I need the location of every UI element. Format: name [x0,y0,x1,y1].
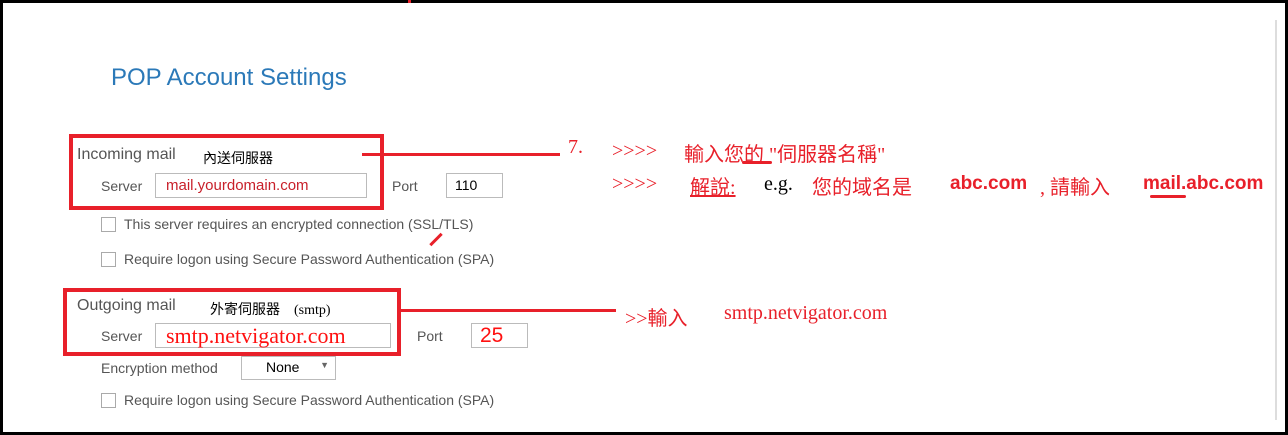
annotation-line2-prefix: >>>> [612,173,658,195]
outgoing-note: >>輸入 [625,308,688,330]
incoming-server-label: Server [101,178,143,194]
encryption-value: None [266,359,300,375]
outgoing-port-label: Port [417,328,443,344]
annotation-example: mail.abc.com [1143,173,1264,194]
annotation-line1: 輸入您的 "伺服器名稱" [684,144,886,166]
outgoing-spa-label: Require logon using Secure Password Auth… [124,392,495,408]
annotation-underline [742,161,772,164]
incoming-server-input[interactable]: mail.yourdomain.com [155,173,367,198]
outgoing-pointer-line [398,309,616,312]
ssl-label: This server requires an encrypted connec… [124,216,474,232]
scrollbar[interactable] [1275,20,1277,420]
incoming-heading-zh: 內送伺服器 [203,151,273,167]
annotation-please-enter: , 請輸入 [1040,177,1110,199]
step-number: 7. [568,136,583,158]
outgoing-heading: Outgoing mail [77,297,176,314]
incoming-port-label: Port [392,178,418,194]
incoming-highlight-box [69,134,384,210]
outgoing-spa-checkbox[interactable] [101,393,116,408]
outgoing-highlight-box [63,288,401,356]
incoming-pointer-line [362,153,560,156]
outgoing-note-value: smtp.netvigator.com [724,302,888,324]
chevron-down-icon: ▼ [320,360,329,370]
dialog-title: POP Account Settings [111,64,347,91]
incoming-port-input[interactable]: 110 [446,173,503,198]
incoming-heading: Incoming mail [77,146,176,163]
annotation-explain: 解說: [690,177,736,199]
encryption-label: Encryption method [101,360,218,376]
annotation-example-underline [1150,195,1186,198]
outgoing-heading-zh: 外寄伺服器 (smtp) [210,303,331,318]
outgoing-port-input[interactable]: 25 [471,323,528,348]
annotation-eg: e.g. [764,173,793,195]
outgoing-server-input[interactable]: smtp.netvigator.com [155,323,391,348]
outgoing-server-label: Server [101,328,143,344]
incoming-spa-label: Require logon using Secure Password Auth… [124,251,495,267]
annotation-line1-prefix: >>>> [612,140,658,162]
annotation-domain-text: 您的域名是 [812,177,912,199]
incoming-spa-checkbox[interactable] [101,252,116,267]
encryption-select[interactable]: None ▼ [241,356,336,380]
annotation-domain: abc.com [950,173,1028,194]
ssl-checkbox[interactable] [101,217,116,232]
annotation-mark [408,0,411,3]
